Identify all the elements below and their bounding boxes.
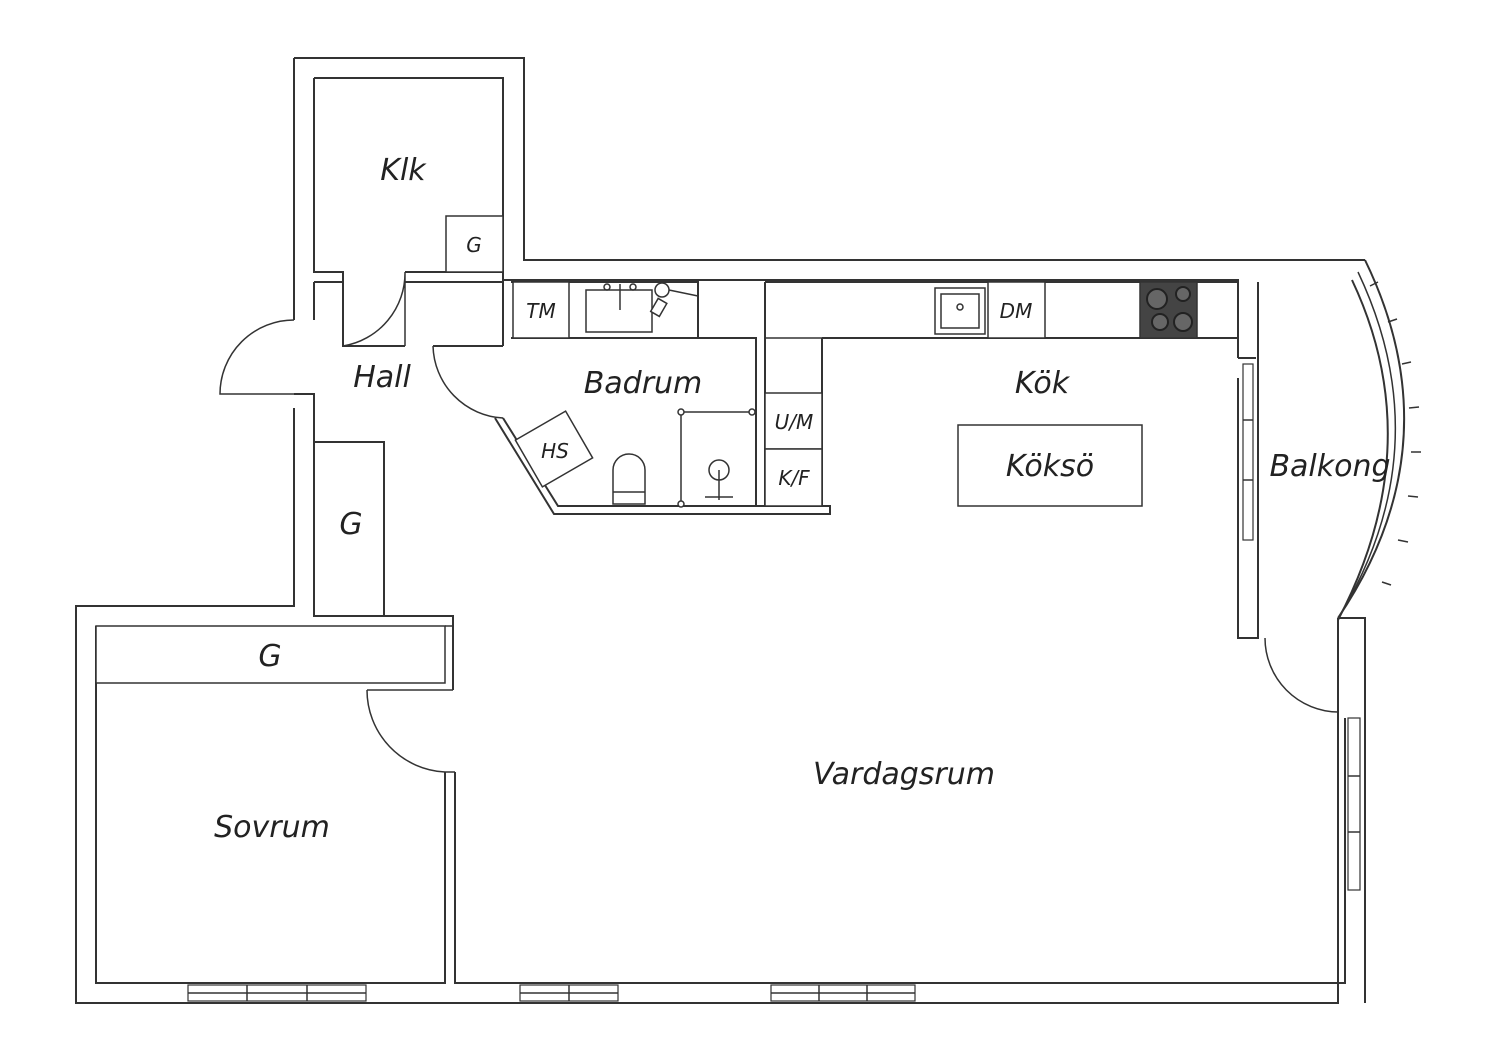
vardagsrum-window-right bbox=[1347, 717, 1361, 891]
kok-label: Kök bbox=[1015, 366, 1071, 401]
fridge-freezer-upper bbox=[764, 392, 823, 450]
kok-room: U/M K/F DM Köksö Kök bbox=[764, 281, 1238, 507]
sovrum-room: G Sovrum bbox=[95, 625, 455, 845]
sovrum-door bbox=[366, 689, 455, 773]
tall-cabinet bbox=[514, 410, 594, 488]
sovrum-wardrobe bbox=[95, 625, 446, 684]
klk-room: G Klk bbox=[313, 78, 504, 347]
klk-label: Klk bbox=[380, 153, 427, 188]
kf-label: K/F bbox=[778, 466, 810, 490]
um-label: U/M bbox=[775, 410, 814, 434]
balkong-door bbox=[1264, 637, 1339, 713]
badrum-room: TM HS Badrum bbox=[432, 281, 831, 515]
sovrum-label: Sovrum bbox=[214, 810, 330, 845]
vardagsrum-label: Vardagsrum bbox=[813, 757, 995, 792]
tall-cabinet-label: HS bbox=[541, 439, 569, 463]
kitchen-island bbox=[957, 424, 1143, 507]
hall-label: Hall bbox=[353, 360, 411, 395]
dishwasher-label: DM bbox=[1000, 299, 1033, 323]
outer-walls bbox=[75, 57, 1406, 1004]
fridge-freezer-lower bbox=[764, 448, 823, 507]
dishwasher bbox=[987, 281, 1046, 339]
bathroom-sink-icon bbox=[585, 289, 653, 333]
badrum-door bbox=[432, 345, 504, 419]
hall-room: Hall G bbox=[219, 281, 504, 690]
sovrum-wardrobe-label: G bbox=[258, 639, 281, 674]
washing-machine-label: TM bbox=[526, 299, 555, 323]
toilet-icon bbox=[612, 453, 646, 505]
balkong-label: Balkong bbox=[1269, 449, 1390, 484]
washing-machine bbox=[512, 281, 570, 339]
shower-screen bbox=[680, 411, 756, 504]
bottom-windows bbox=[187, 984, 916, 1002]
badrum-label: Badrum bbox=[584, 366, 703, 401]
shower-head-icon bbox=[654, 282, 670, 298]
klk-wardrobe-label: G bbox=[466, 233, 482, 257]
balkong-window-strip bbox=[1242, 363, 1254, 541]
hall-wardrobe-label: G bbox=[339, 507, 362, 542]
balcony-railing bbox=[1369, 281, 1421, 586]
vardagsrum-room: Vardagsrum bbox=[813, 717, 1361, 891]
klk-wardrobe bbox=[445, 215, 504, 273]
klk-door bbox=[342, 271, 406, 347]
entrance-door bbox=[219, 319, 295, 395]
koksoe-label: Köksö bbox=[1006, 449, 1094, 484]
balkong-room: Balkong bbox=[1242, 363, 1391, 713]
